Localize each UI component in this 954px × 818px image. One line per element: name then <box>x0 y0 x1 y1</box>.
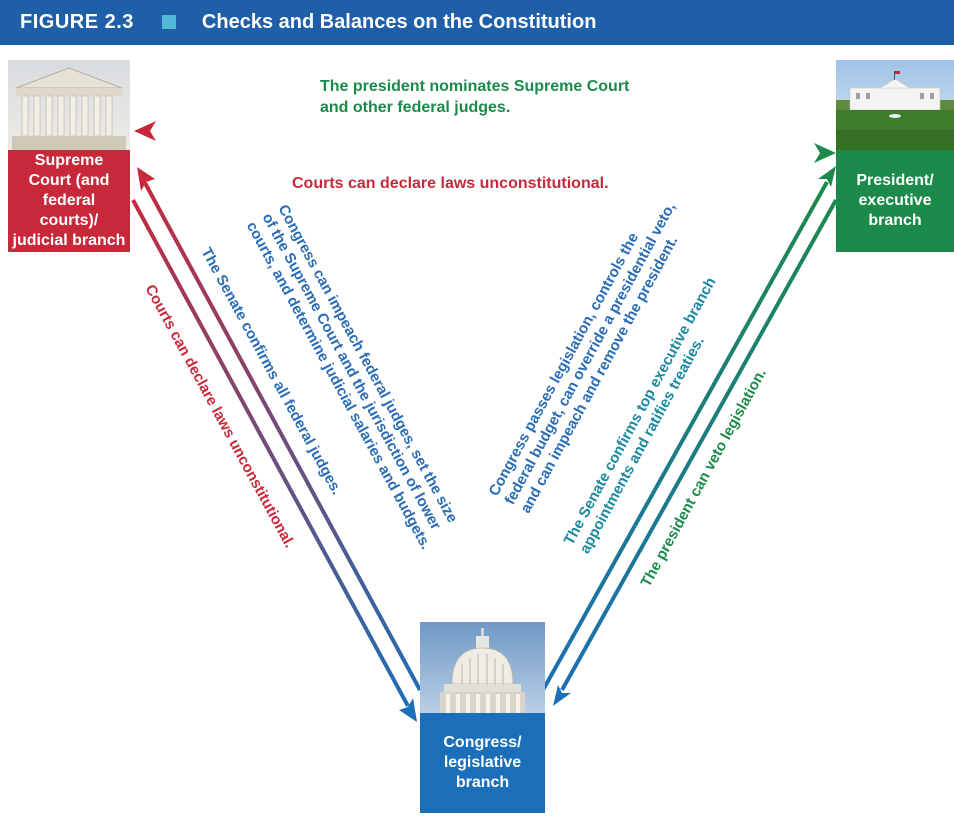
figure-header: FIGURE 2.3 Checks and Balances on the Con… <box>0 0 954 45</box>
node-executive-branch: President/ executive branch <box>836 150 954 252</box>
arrow-pres-to-congress <box>553 199 838 706</box>
arrow-congress-to-pres <box>541 166 836 691</box>
label-pres-nominates: The president nominates Supreme Court an… <box>320 78 634 116</box>
white-house-icon <box>836 60 954 150</box>
label-congress-passes-line2: federal budget, can override a president… <box>501 200 679 508</box>
arrow-court-to-congress <box>131 199 417 722</box>
arrow-congress-to-court <box>137 167 422 691</box>
arrow-court-to-pres <box>131 143 836 163</box>
label-courts-declare-top: Courts can declare laws unconstitutional… <box>292 175 609 192</box>
node-legislative-branch: Congress/ legislative branch <box>420 713 545 813</box>
figure-number: FIGURE 2.3 <box>20 11 134 33</box>
figure-title: Checks and Balances on the Constitution <box>201 11 597 33</box>
label-pres-nominates-line2: and other federal judges. <box>320 99 510 116</box>
node-judicial-branch: Supreme Court (and federal courts)/ judi… <box>8 150 130 252</box>
label-pres-nominates-line1: The president nominates Supreme Court <box>320 78 630 95</box>
header-square-icon <box>161 15 176 29</box>
arrow-pres-to-court <box>134 121 835 141</box>
supreme-court-building-icon <box>8 60 130 150</box>
capitol-dome-icon <box>420 622 545 713</box>
